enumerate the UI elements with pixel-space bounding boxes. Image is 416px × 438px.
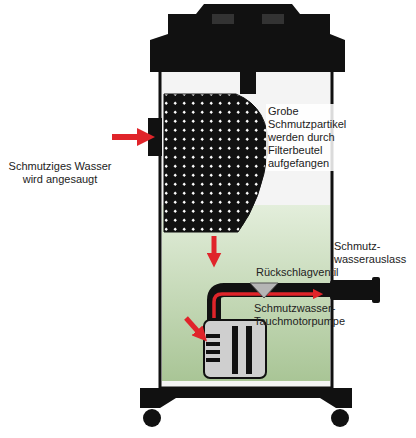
inlet <box>148 118 162 156</box>
outlet-label: Schmutz- wasserauslass <box>334 240 412 266</box>
check-valve <box>250 283 278 298</box>
wheel <box>331 409 349 427</box>
inflow-arrow <box>112 134 146 140</box>
outlet <box>330 280 376 300</box>
pump-label: Schmutzwasser- Tauchmotorpumpe <box>254 302 350 328</box>
handle-slot <box>212 14 234 24</box>
flow-arrow <box>186 318 202 336</box>
head-spigot <box>240 72 256 94</box>
inlet-label: Schmutziges Wasser wird angesaugt <box>6 160 114 186</box>
pump-grille <box>206 326 252 374</box>
base <box>140 388 352 408</box>
wheel <box>143 409 161 427</box>
valve-label: Rückschlagventil <box>256 266 342 279</box>
flow-arrow <box>212 236 217 260</box>
motor-head <box>150 4 345 72</box>
filter-bag <box>164 94 268 232</box>
handle-slot <box>262 14 284 24</box>
outlet-end <box>372 277 380 303</box>
submersible-pump <box>204 320 266 378</box>
filter-label: Grobe Schmutzpartikel werden durch Filte… <box>266 104 362 171</box>
